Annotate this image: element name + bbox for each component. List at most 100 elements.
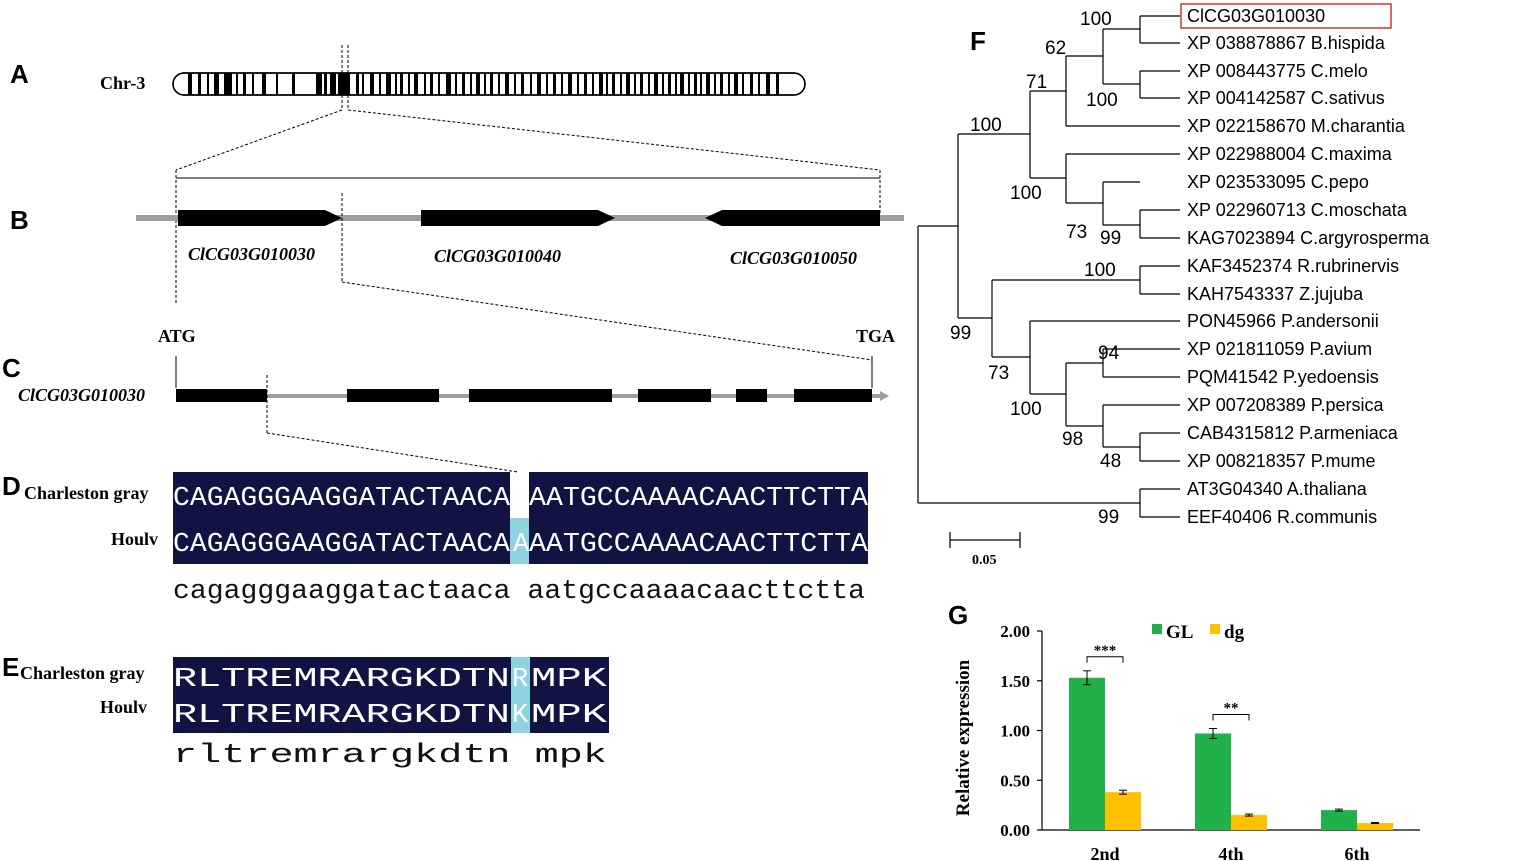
y-tick-label: 0.50	[1000, 771, 1030, 790]
chromosome-band	[446, 73, 451, 95]
tree-taxon: EEF40406 R.communis	[1187, 507, 1377, 527]
chromosome-band	[662, 73, 664, 95]
chromosome-band	[640, 73, 643, 95]
chromosome-band	[188, 73, 192, 95]
bootstrap-value: 100	[1084, 260, 1116, 281]
chromosome-band	[356, 73, 359, 95]
chromosome-band	[316, 73, 322, 95]
chromosome-band	[742, 73, 744, 95]
chromosome-band	[720, 73, 723, 95]
bootstrap-value: 94	[1098, 343, 1120, 364]
chromosome-band	[606, 73, 608, 95]
dna-consensus: cagagggaaggatactaaca aatgccaaaacaacttctt…	[173, 577, 865, 607]
chromosome-band	[592, 73, 594, 95]
chromosome-band	[379, 73, 381, 95]
dna-seq-2-snp: A	[513, 530, 530, 560]
protein-consensus: rltremrargkdtn mpk	[173, 741, 607, 771]
chromosome-band	[688, 73, 690, 95]
panel-label-f: F	[970, 26, 986, 56]
bootstrap-value: 100	[1010, 183, 1042, 204]
chromosome-band	[430, 73, 433, 95]
dna-sample-2-label: Houlv	[111, 529, 158, 549]
chromosome-band	[750, 73, 753, 95]
tree-taxon: KAG7023894 C.argyrosperma	[1187, 228, 1430, 248]
chromosome-band	[537, 73, 541, 95]
stop-codon-label: TGA	[856, 326, 895, 346]
chromosome-band	[675, 73, 677, 95]
chromosome-band	[728, 73, 730, 95]
tree-taxon: XP 023533095 C.pepo	[1187, 172, 1369, 192]
chromosome-band	[568, 73, 572, 95]
bar-dg-2nd	[1105, 792, 1141, 830]
chromosome-band	[612, 73, 615, 95]
chromosome-band	[400, 73, 403, 95]
phylogenetic-tree	[917, 15, 1180, 518]
chromosome-ideogram	[172, 72, 806, 96]
panel-label-b: B	[10, 205, 29, 235]
chromosome-band	[546, 73, 548, 95]
legend-label-gl: GL	[1166, 622, 1193, 643]
chromosome-band	[462, 73, 465, 95]
significance-bracket	[1086, 656, 1124, 663]
protein-seq-1-right: MPK	[531, 665, 608, 695]
chromosome-selection	[175, 45, 881, 171]
dna-seq-1-snp: G	[513, 484, 529, 514]
dna-seq-2-left: CAGAGGGAAGGATACTAACA	[173, 530, 511, 560]
chromosome-band	[514, 73, 516, 95]
tree-taxon: PQM41542 P.yedoensis	[1187, 367, 1379, 387]
chromosome-band	[700, 73, 702, 95]
significance-label: ***	[1094, 643, 1117, 659]
chromosome-band	[395, 73, 397, 95]
x-tick-label: 2nd	[1090, 844, 1119, 861]
exon-4	[638, 389, 711, 402]
protein-alignment: RLTREMRARGKDTN R MPK RLTREMRARGKDTN K MP…	[173, 657, 609, 733]
bootstrap-value: 73	[1066, 222, 1087, 243]
chromosome-label: Chr-3	[100, 73, 145, 93]
chromosome-band	[224, 73, 232, 95]
bar-dg-6th	[1357, 823, 1393, 830]
tree-taxon: XP 022158670 M.charantia	[1187, 116, 1406, 136]
y-axis-label: Relative expression	[953, 659, 974, 816]
bootstrap-value: 99	[1098, 507, 1119, 528]
y-tick-label: 1.00	[1000, 722, 1030, 741]
bootstrap-value: 62	[1045, 38, 1066, 59]
gene-arrow-1	[178, 210, 342, 226]
tree-taxon: XP 008218357 P.mume	[1187, 451, 1375, 471]
exon-2	[347, 389, 439, 402]
y-tick-label: 0.00	[1000, 821, 1030, 840]
chromosome-band	[424, 73, 426, 95]
protein-sample-2-label: Houlv	[100, 697, 147, 717]
chromosome-band	[490, 73, 493, 95]
chromosome-band	[648, 73, 650, 95]
gene-structure-label: ClCG03G010030	[18, 385, 145, 405]
chromosome-band	[599, 73, 603, 95]
tree-taxon: KAH7543337 Z.jujuba	[1187, 284, 1364, 304]
tree-taxon: XP 008443775 C.melo	[1187, 61, 1368, 81]
chromosome-band	[386, 73, 391, 95]
dna-alignment: CAGAGGGAAGGATACTAACA G AATGCCAAAACAACTTC…	[173, 472, 869, 564]
chromosome-band	[620, 73, 622, 95]
panel-label-e: E	[2, 652, 19, 682]
chromosome-band	[324, 73, 327, 95]
bootstrap-value: 71	[1026, 72, 1047, 93]
chromosome-band	[330, 73, 336, 95]
tree-taxon: XP 038878867 B.hispida	[1187, 33, 1386, 53]
exon-1	[176, 389, 267, 402]
chromosome-band	[694, 73, 697, 95]
highlight-box	[1180, 3, 1392, 29]
chromosome-band	[214, 73, 219, 95]
chromosome-band	[498, 73, 500, 95]
significance-bracket	[1212, 714, 1250, 721]
chromosome-band	[706, 73, 710, 95]
chromosome-band	[553, 73, 556, 95]
bar-gl-4th	[1195, 733, 1231, 830]
chromosome-band	[276, 73, 278, 95]
bootstrap-value: 48	[1100, 451, 1121, 472]
chromosome-band	[561, 73, 563, 95]
panel-label-g: G	[948, 600, 968, 630]
exon-5	[736, 389, 767, 402]
chromosome-band	[530, 73, 532, 95]
bar-dg-4th	[1231, 815, 1267, 830]
